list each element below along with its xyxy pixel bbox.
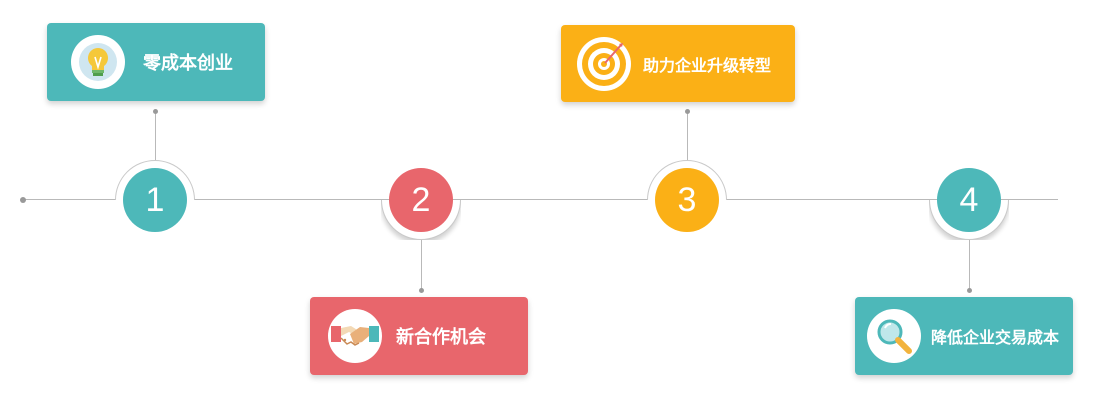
step-1-icon-wrap (71, 35, 125, 89)
target-icon (582, 41, 626, 86)
step-4-icon-wrap (867, 309, 921, 363)
step-2-number: 2 (389, 168, 453, 232)
step-2-icon-wrap (328, 309, 382, 363)
step-4-connector (969, 240, 970, 290)
step-2-card: 新合作机会 (310, 297, 528, 375)
step-1-connector (155, 111, 156, 160)
lightbulb-icon (79, 43, 117, 81)
step-3-connector-dot (685, 109, 690, 114)
step-2-label: 新合作机会 (396, 327, 486, 348)
step-1-label: 零成本创业 (143, 53, 233, 74)
step-3-number: 3 (655, 168, 719, 232)
step-4-card: 降低企业交易成本 (855, 297, 1073, 375)
step-3-icon-wrap (577, 36, 631, 91)
step-3-label: 助力企业升级转型 (643, 55, 772, 75)
step-4-number: 4 (937, 168, 1001, 232)
handshake-icon (331, 326, 379, 346)
step-1-connector-dot (153, 109, 158, 114)
magnifier-icon (877, 319, 912, 354)
step-1-card: 零成本创业 (47, 23, 265, 101)
step-2-connector-dot (419, 288, 424, 293)
step-4-connector-dot (967, 288, 972, 293)
step-2-connector (421, 240, 422, 290)
step-1-number: 1 (123, 168, 187, 232)
step-4-label: 降低企业交易成本 (931, 328, 1060, 347)
timeline-start-dot (20, 197, 26, 203)
timeline-line (22, 199, 1058, 200)
step-3-card: 助力企业升级转型 (561, 25, 795, 102)
step-3-connector (687, 111, 688, 160)
